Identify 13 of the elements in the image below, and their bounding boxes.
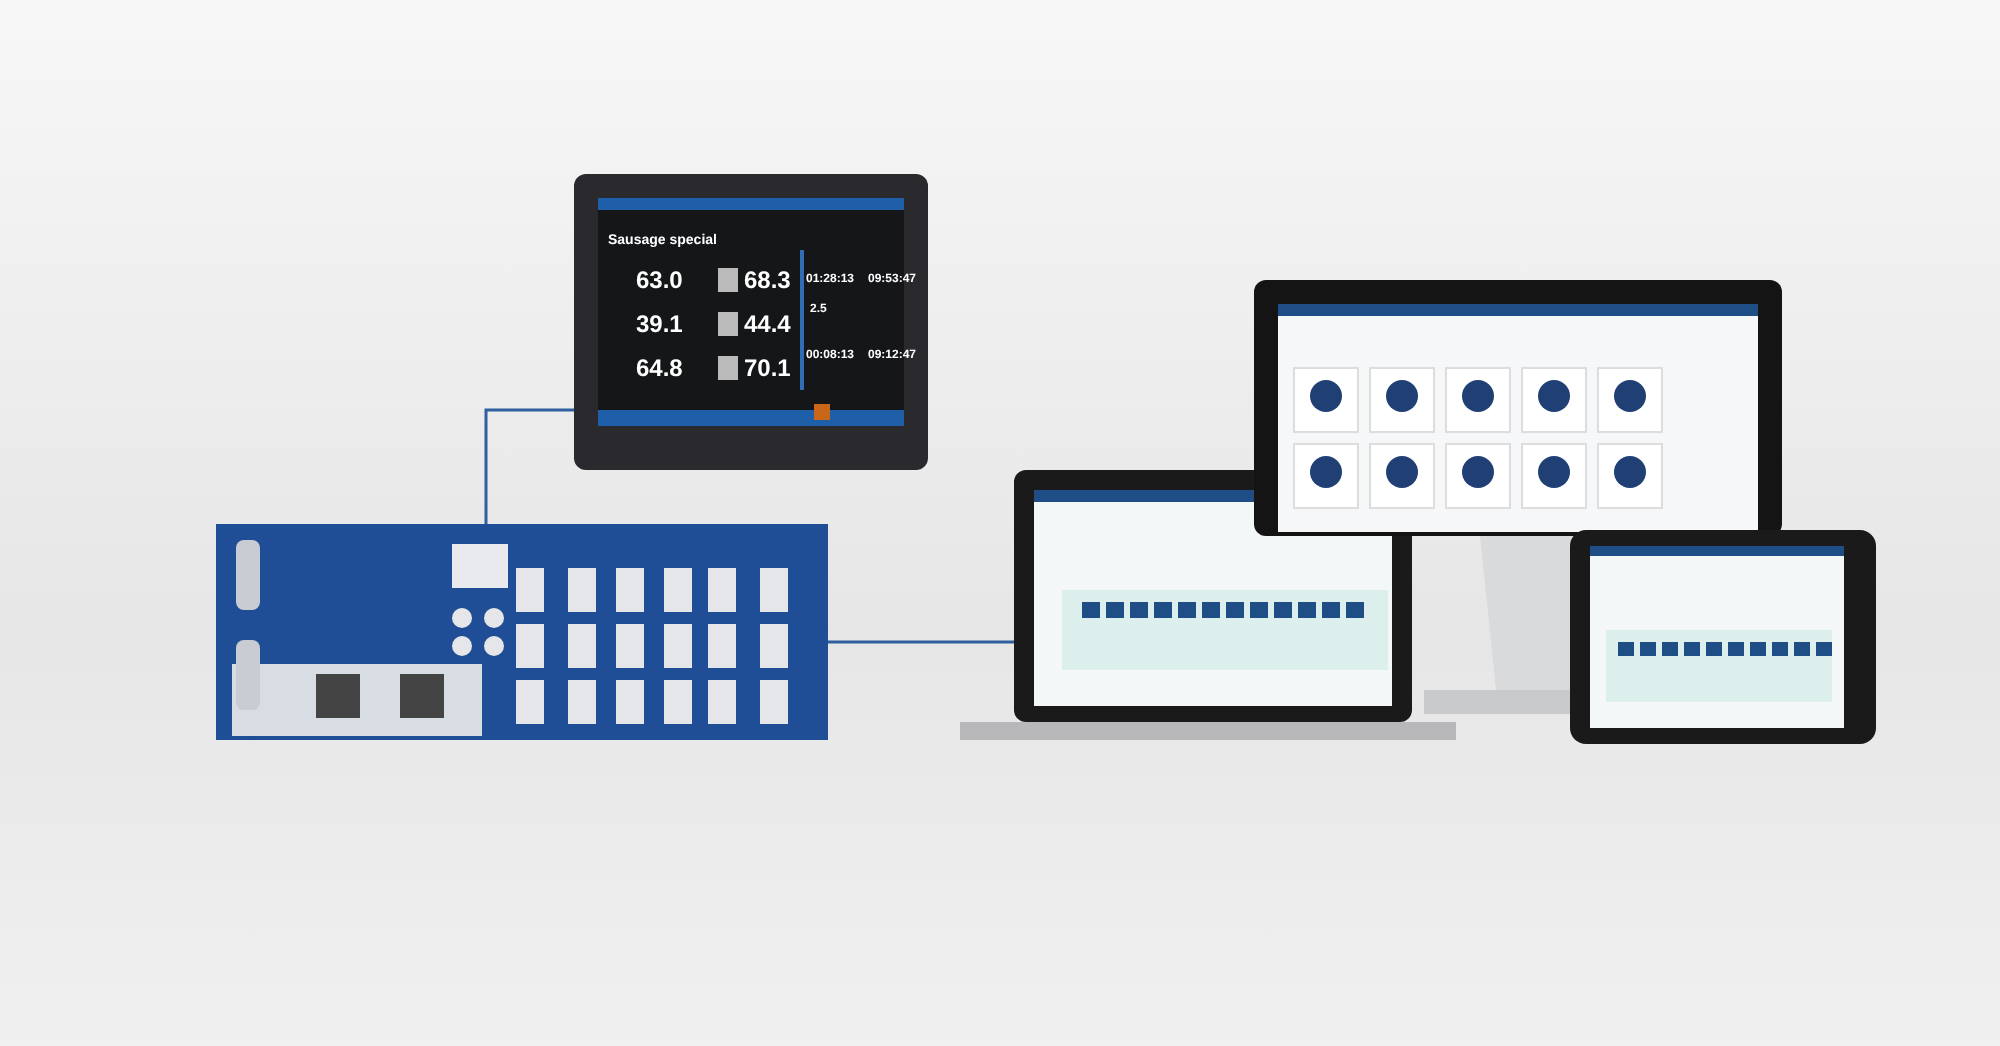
value: 64.8 <box>636 356 683 380</box>
value: 63.0 <box>636 268 683 292</box>
controller-module-drawing <box>216 524 828 740</box>
monitor-drawing <box>1254 280 1782 536</box>
connector-line <box>828 640 1014 644</box>
connector-line <box>484 408 574 524</box>
value: 39.1 <box>636 312 683 336</box>
laptop-drawing <box>1014 470 1412 722</box>
value: 68.3 <box>744 268 791 292</box>
tablet-drawing <box>1570 530 1876 744</box>
touch-panel-drawing <box>574 174 928 470</box>
value: 70.1 <box>744 356 791 380</box>
value: 44.4 <box>744 312 791 336</box>
